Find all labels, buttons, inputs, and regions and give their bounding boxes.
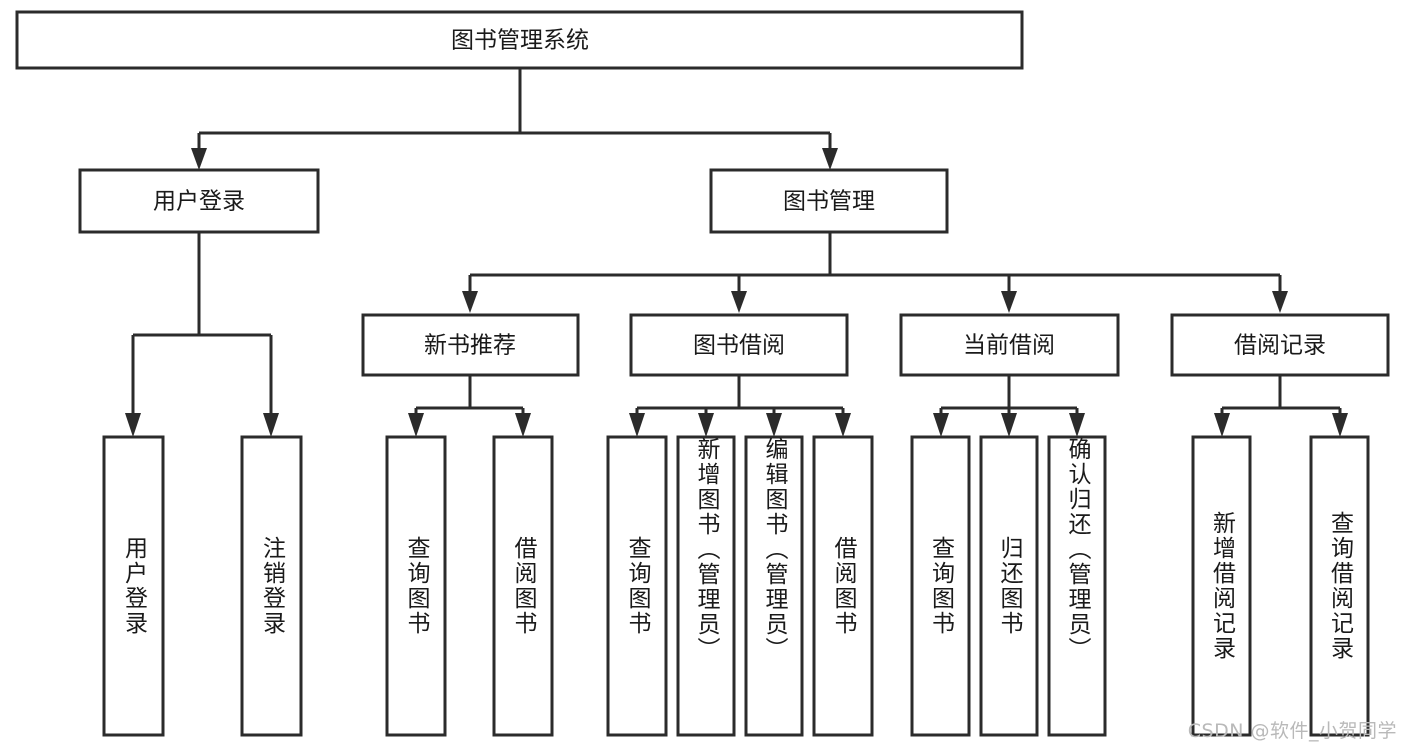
- leaf-current-borrow-2[interactable]: [979, 435, 1039, 737]
- node-book-management[interactable]: [709, 168, 949, 234]
- arrow-newbook-leaf-1: [408, 413, 424, 437]
- arrow-bookborrow-leaf-2: [698, 413, 714, 437]
- arrow-user-login-leaf-1: [125, 413, 141, 437]
- leaf-borrow-record-2[interactable]: [1309, 435, 1370, 737]
- node-book-borrow-label: 图书借阅: [693, 333, 785, 359]
- node-root-book-management-system[interactable]: [15, 10, 1024, 70]
- node-current-borrow-label: 当前借阅: [963, 333, 1055, 359]
- leaf-new-book-1[interactable]: [385, 435, 447, 737]
- leaf-user-login-1[interactable]: [102, 435, 165, 737]
- node-user-login[interactable]: [78, 168, 320, 234]
- arrow-newbook-leaf-2: [515, 413, 531, 437]
- leaf-book-borrow-4[interactable]: [812, 435, 874, 737]
- leaf-borrow-record-1[interactable]: [1191, 435, 1252, 737]
- node-new-book-recommend-label: 新书推荐: [424, 333, 516, 359]
- leaf-book-borrow-3[interactable]: [744, 435, 804, 737]
- node-root-label: 图书管理系统: [451, 28, 589, 54]
- connector-layer: [125, 68, 1348, 437]
- arrow-currentborrow-leaf-2: [1001, 413, 1017, 437]
- arrow-borrowrecord-leaf-1: [1214, 413, 1230, 437]
- leaf-current-borrow-3[interactable]: [1047, 435, 1107, 737]
- node-user-login-label: 用户登录: [153, 189, 245, 215]
- arrow-to-user-login: [191, 148, 207, 170]
- arrow-to-current-borrow: [1001, 291, 1017, 313]
- leaf-user-login-2[interactable]: [240, 435, 303, 737]
- arrow-to-new-book: [462, 291, 478, 313]
- node-borrow-record-label: 借阅记录: [1234, 333, 1326, 359]
- arrow-currentborrow-leaf-3: [1069, 413, 1085, 437]
- node-book-management-label: 图书管理: [783, 189, 875, 215]
- leaf-book-borrow-2[interactable]: [676, 435, 736, 737]
- arrow-user-login-leaf-2: [263, 413, 279, 437]
- node-new-book-recommend[interactable]: [361, 313, 580, 377]
- csdn-watermark: CSDN @软件_小贺同学: [1187, 720, 1397, 742]
- node-book-borrow[interactable]: [629, 313, 849, 377]
- arrow-borrowrecord-leaf-2: [1332, 413, 1348, 437]
- node-borrow-record[interactable]: [1170, 313, 1390, 377]
- arrow-bookborrow-leaf-3: [766, 413, 782, 437]
- leaf-new-book-2[interactable]: [492, 435, 554, 737]
- arrow-bookborrow-leaf-4: [835, 413, 851, 437]
- node-current-borrow[interactable]: [899, 313, 1120, 377]
- arrow-to-book-manage: [822, 148, 838, 170]
- arrow-currentborrow-leaf-1: [933, 413, 949, 437]
- arrow-to-borrow-record: [1272, 291, 1288, 313]
- leaf-book-borrow-1[interactable]: [606, 435, 668, 737]
- arrow-to-book-borrow: [731, 291, 747, 313]
- node-layer: 图书管理系统 用户登录 图书管理 新书推荐 图书借阅 当前借阅 借阅记录: [15, 10, 1390, 737]
- arrow-bookborrow-leaf-1: [629, 413, 645, 437]
- leaf-current-borrow-1[interactable]: [910, 435, 971, 737]
